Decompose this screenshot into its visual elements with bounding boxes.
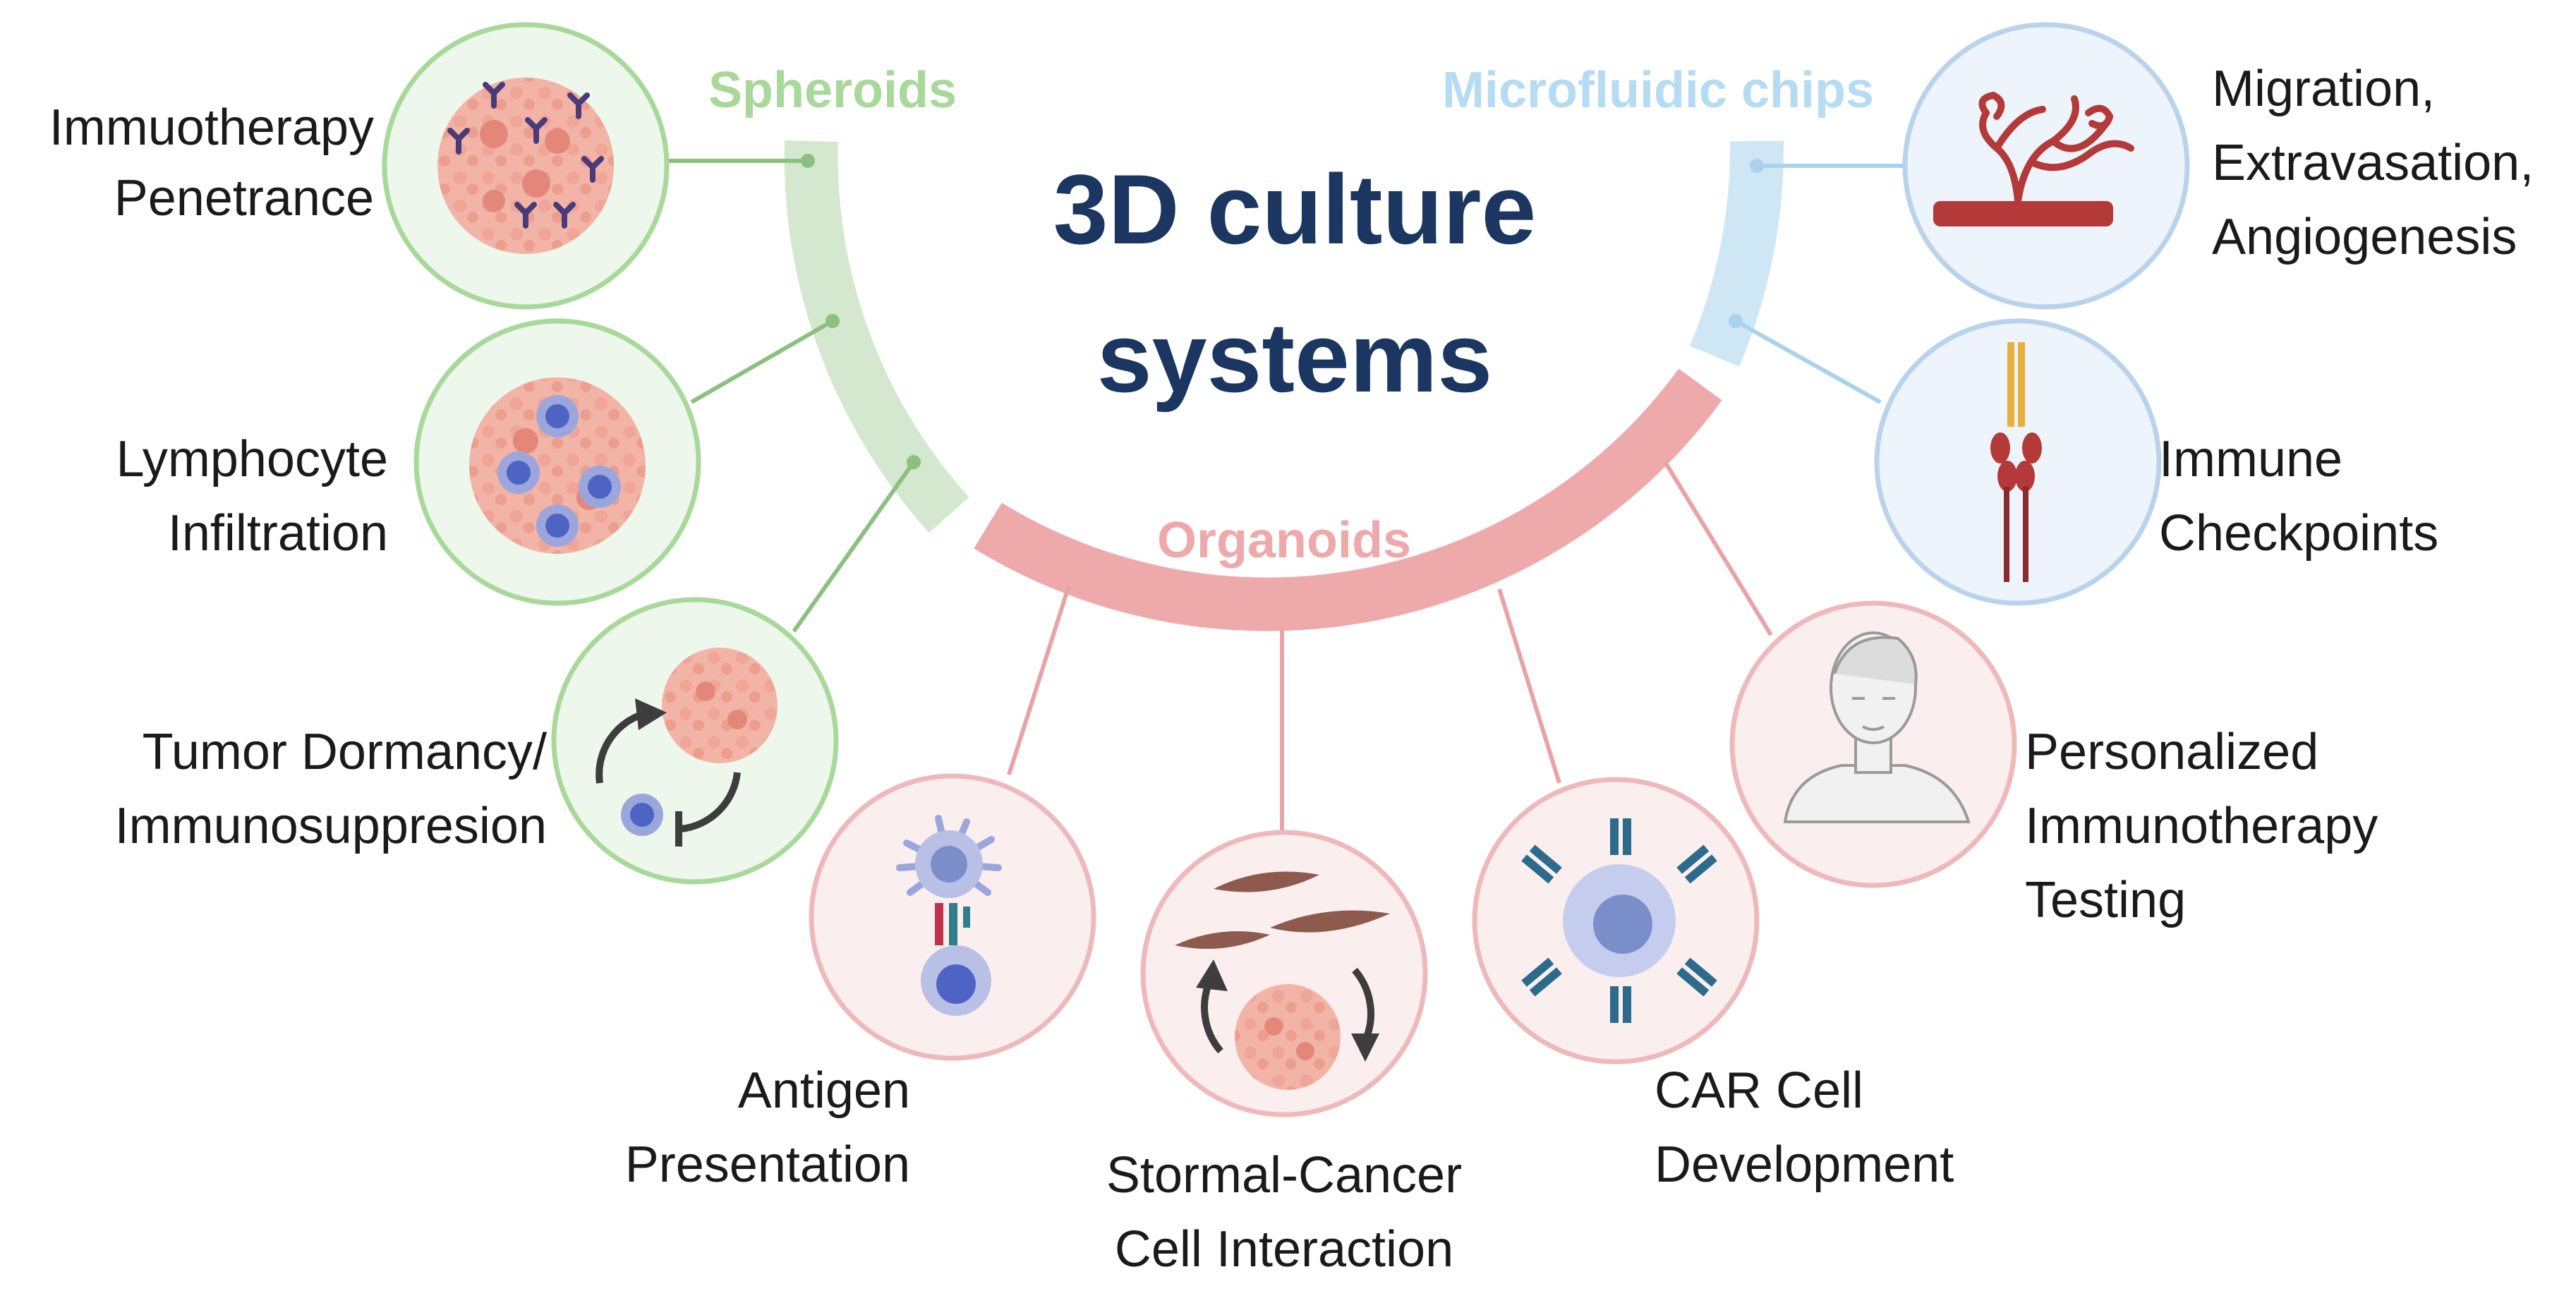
stromal-cancer-node xyxy=(1140,830,1428,1117)
antigen-presenting-cell-icon xyxy=(896,815,1002,1016)
immunotherapy-penetrance-node xyxy=(382,22,670,310)
label-line: Cell Interaction xyxy=(1115,1221,1453,1278)
personalized-node xyxy=(1729,600,2017,888)
microfluidic-label: Microfluidic chips xyxy=(1442,62,1874,119)
connector-car xyxy=(1497,588,1561,784)
connector-dot-checkpoints xyxy=(1729,314,1743,328)
label-line: Immunosuppresion xyxy=(115,798,547,854)
label-line: Immunotherapy xyxy=(2025,798,2378,854)
label-lymphocyte-infiltration: Lymphocyte Infiltration xyxy=(116,431,388,562)
connector-lymphocyte xyxy=(690,319,834,404)
label-line: Development xyxy=(1655,1137,1954,1193)
label-car-cell: CAR Cell Development xyxy=(1655,1062,1954,1193)
label-immunotherapy-penetrance: Immuotherapy Penetrance xyxy=(49,99,374,226)
stromal-cancer-icon xyxy=(1175,871,1390,1090)
antigen-presentation-node xyxy=(809,773,1096,1061)
connector-checkpoints xyxy=(1734,319,1882,404)
spheroids-arc xyxy=(784,140,969,533)
checkpoints-node xyxy=(1874,318,2162,606)
title-line-1: 3D culture xyxy=(1053,154,1537,265)
connector-dot-lymphocyte xyxy=(826,314,840,328)
blood-vessel-icon xyxy=(1933,91,2134,226)
organoids-arc xyxy=(974,368,1722,631)
label-checkpoints: Immune Checkpoints xyxy=(2159,431,2438,562)
label-line: Immune xyxy=(2159,431,2342,487)
car-cell-node xyxy=(1472,777,1760,1065)
label-antigen-presentation: Antigen Presentation xyxy=(625,1062,910,1193)
label-line: Migration, xyxy=(2212,61,2435,117)
patient-bust-icon xyxy=(1783,631,1971,823)
label-line: Presentation xyxy=(625,1137,910,1193)
spheroid-antibodies-icon xyxy=(437,78,614,254)
label-tumor-dormancy: Tumor Dormancy/ Immunosuppresion xyxy=(115,724,547,854)
connector-dot-migration xyxy=(1750,159,1764,173)
connector-antigen xyxy=(1007,585,1071,775)
connector-dormancy xyxy=(792,461,916,633)
label-personalized: Personalized Immunotherapy Testing xyxy=(2025,724,2378,928)
label-line: Infiltration xyxy=(168,505,388,562)
label-line: Lymphocyte xyxy=(116,431,388,487)
label-line: Personalized xyxy=(2025,724,2318,780)
connector-dot-penetrance xyxy=(801,154,815,168)
label-line: CAR Cell xyxy=(1655,1062,1863,1119)
spheroids-label: Spheroids xyxy=(708,62,957,119)
spheroid-lymphocytes-icon xyxy=(469,377,646,554)
label-line: Testing xyxy=(2025,872,2186,928)
label-line: Penetrance xyxy=(114,170,374,226)
connector-dot-dormancy xyxy=(907,455,921,469)
label-stromal-cancer: Stormal-Cancer Cell Interaction xyxy=(1106,1147,1462,1278)
car-t-cell-icon xyxy=(1521,818,1717,1023)
connector-personalized xyxy=(1663,461,1773,636)
migration-node xyxy=(1902,22,2190,310)
organoids-label: Organoids xyxy=(1157,512,1411,569)
label-line: Antigen xyxy=(738,1062,910,1119)
label-line: Tumor Dormancy/ xyxy=(143,724,547,780)
lymphocyte-infiltration-node xyxy=(413,318,701,606)
tumor-dormancy-node xyxy=(551,597,839,885)
label-line: Immuotherapy xyxy=(49,99,374,156)
title-line-2: systems xyxy=(1097,302,1492,413)
label-migration: Migration, Extravasation, Angiogenesis xyxy=(2212,61,2534,265)
connector-lines xyxy=(667,154,1905,832)
dormancy-cycle-icon xyxy=(595,648,778,847)
label-line: Stormal-Cancer xyxy=(1106,1147,1462,1204)
label-line: Checkpoints xyxy=(2159,505,2438,562)
label-line: Extravasation, xyxy=(2212,135,2534,191)
label-line: Angiogenesis xyxy=(2212,209,2517,265)
checkpoint-receptor-icon xyxy=(1990,342,2042,582)
